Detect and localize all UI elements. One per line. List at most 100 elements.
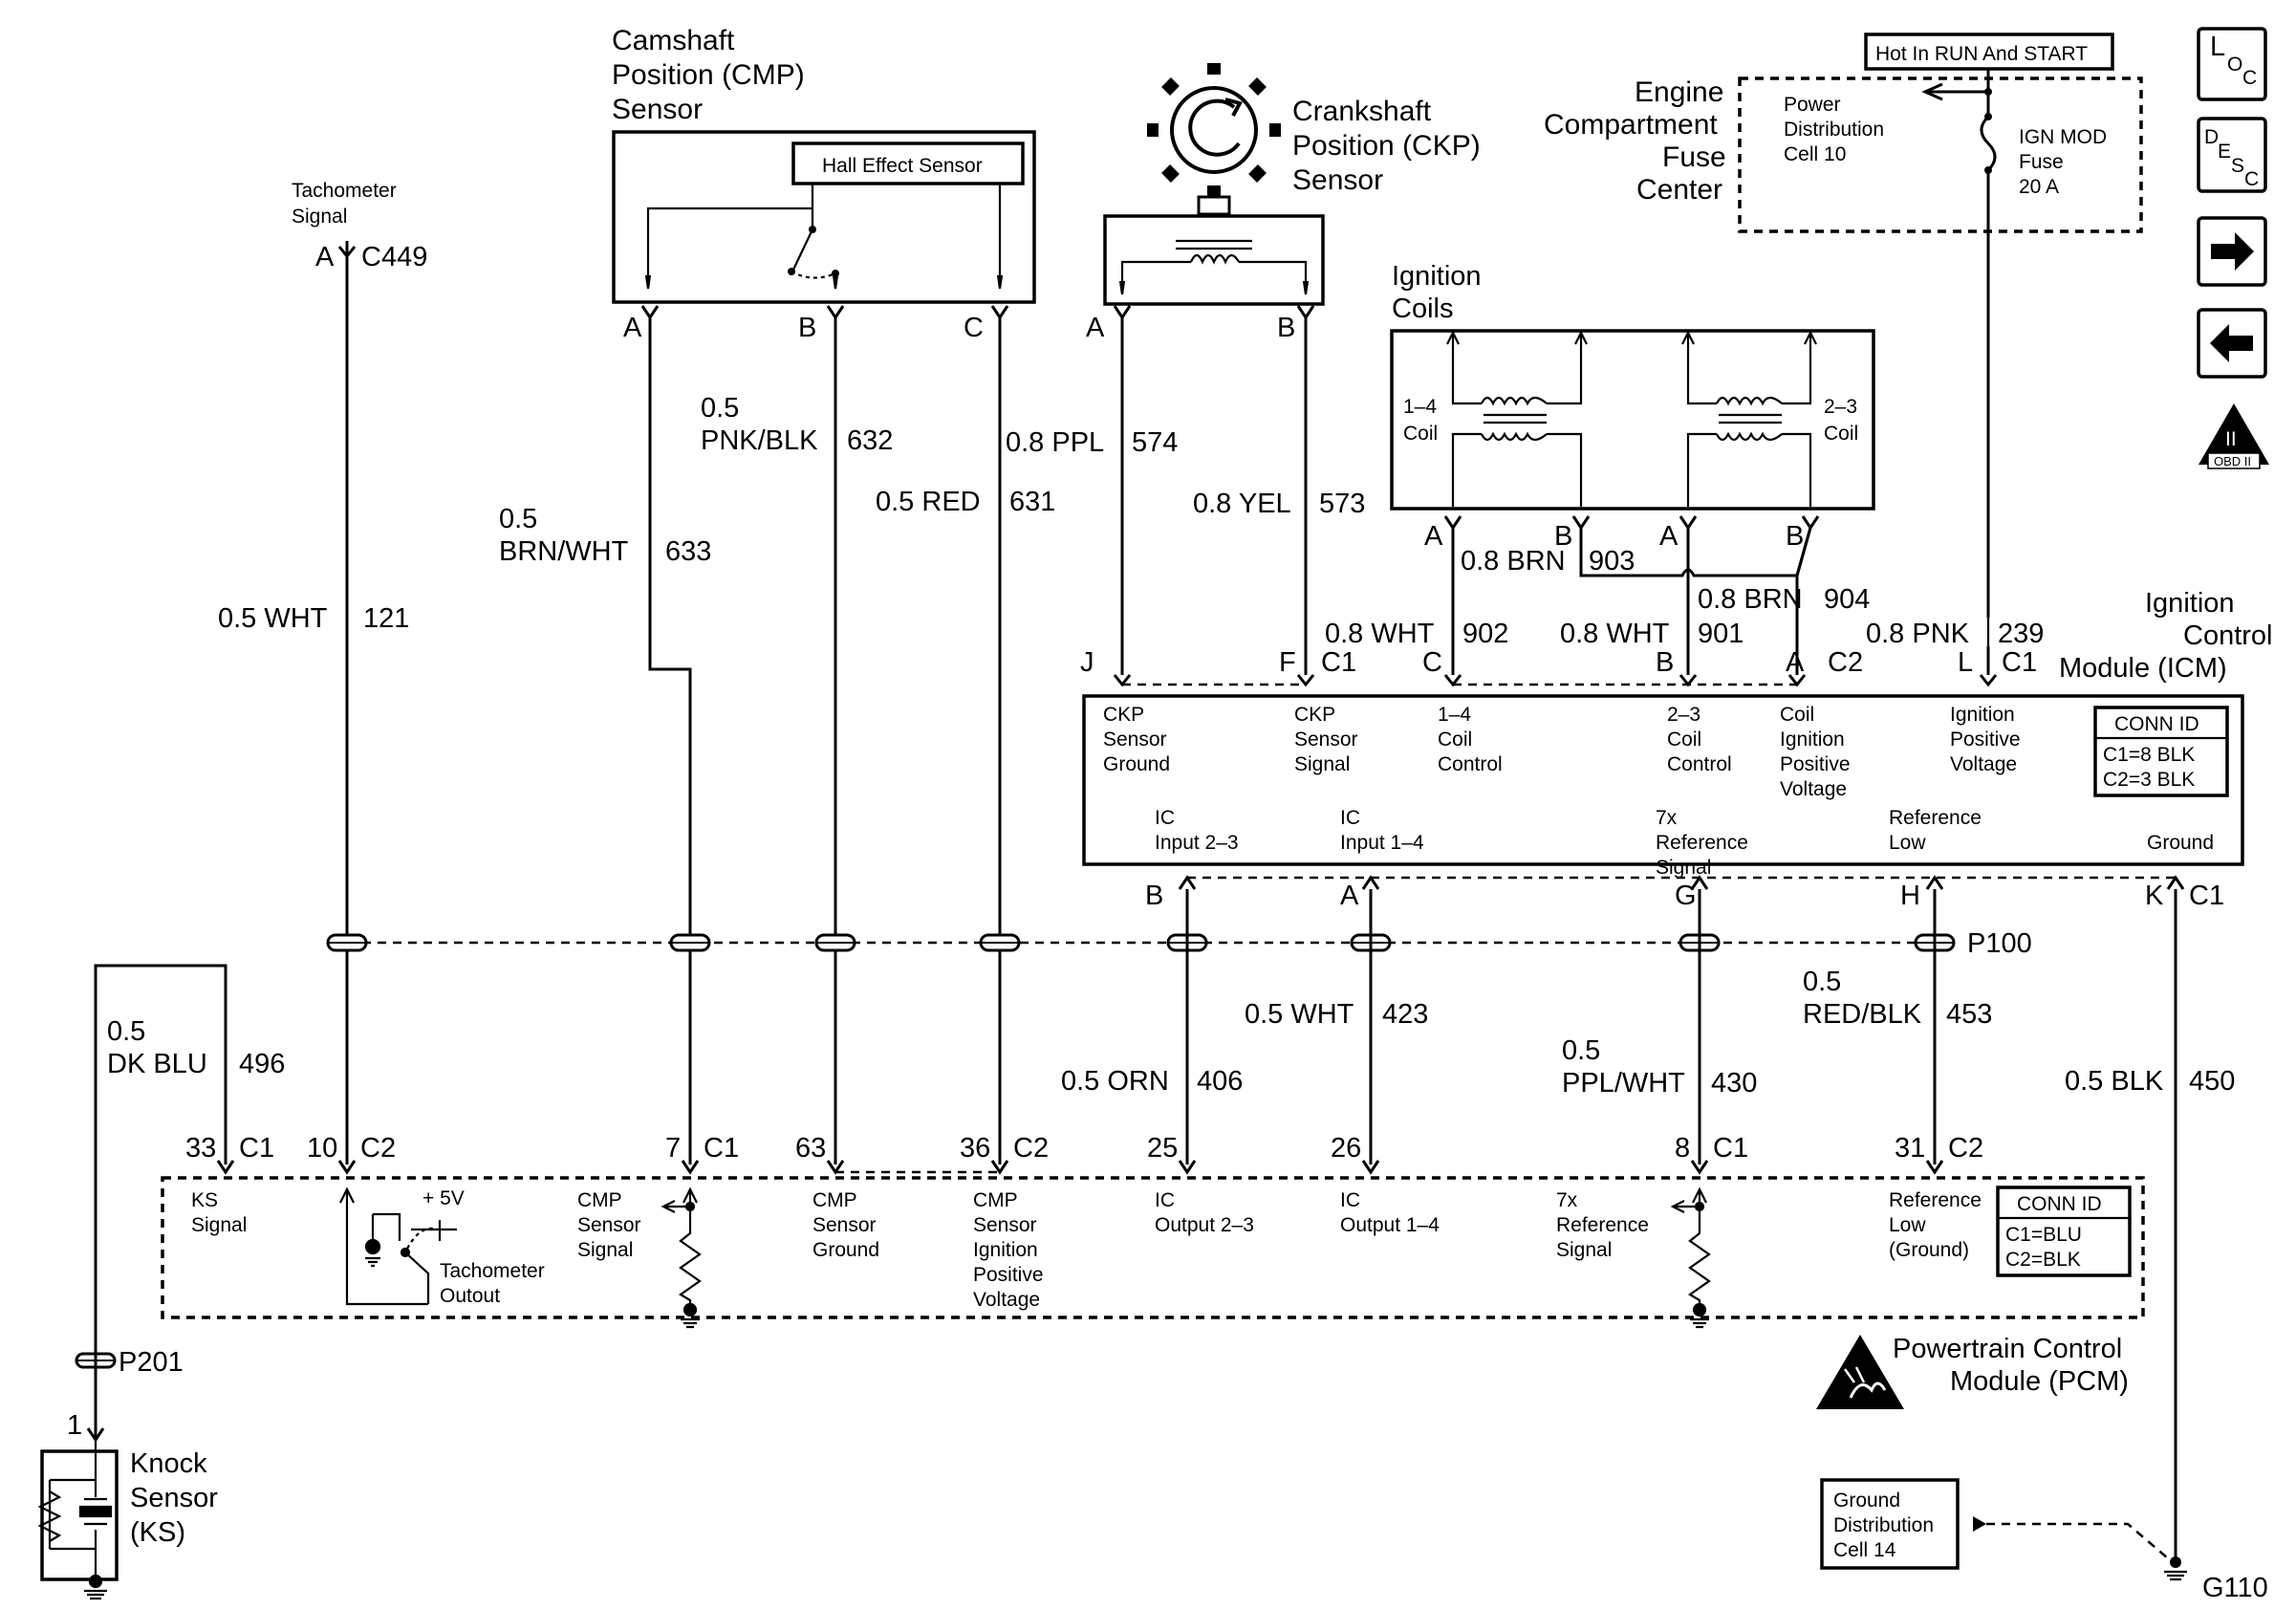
wire-903-circuit: 903 xyxy=(1589,546,1635,577)
wire-496-size1: 0.5 xyxy=(107,1016,145,1047)
pcm-label-1-0: CMP xyxy=(577,1189,622,1211)
svg-text:C1: C1 xyxy=(2189,881,2224,911)
pcm-pin-connector-2 xyxy=(681,1160,700,1175)
desc-letter-e: E xyxy=(2218,141,2231,163)
hot-in-run-label: Hot In RUN And START xyxy=(1875,43,2088,65)
loc-letter-o: O xyxy=(2227,54,2242,76)
wire-903-size: 0.8 BRN xyxy=(1461,546,1566,577)
pcm-pin-conn-8: C2 xyxy=(1948,1133,1983,1164)
wire-904-size: 0.8 BRN xyxy=(1698,584,1803,615)
pcm-label-7-0: Reference xyxy=(1889,1189,1982,1211)
svg-text:A: A xyxy=(1086,313,1105,343)
ref-signal-resistor xyxy=(1670,1186,1711,1329)
pcm-conn-id-box xyxy=(1996,1186,2132,1277)
wire-121-circuit: 121 xyxy=(363,603,409,634)
wire-453-size2: RED/BLK xyxy=(1803,999,1922,1030)
pcm-label-0-1: Signal xyxy=(191,1214,247,1236)
svg-text:B: B xyxy=(1277,313,1295,343)
obd-ii-icon[interactable]: II OBD II xyxy=(2199,403,2269,469)
icm-label-6-1: Input 2–3 xyxy=(1155,832,1239,854)
pcm-pin-connector-5 xyxy=(1178,1160,1197,1175)
power-dist-1[interactable]: Power xyxy=(1784,94,1841,116)
crankshaft-gear-icon xyxy=(1147,63,1281,216)
svg-text:B: B xyxy=(798,313,816,343)
icm-label-7-0: IC xyxy=(1340,807,1360,829)
icm-label-2-1: Coil xyxy=(1438,729,1472,751)
hall-effect-box xyxy=(791,141,1025,185)
wire-430-circuit: 430 xyxy=(1711,1068,1757,1099)
coil-23-label-2: Coil xyxy=(1824,423,1858,445)
fuse-center-title-2: Compartment xyxy=(1544,109,1718,141)
svg-text:J: J xyxy=(1080,647,1094,678)
icm-pin-labels: CKPSensorGroundCKPSensorSignal1–4CoilCon… xyxy=(1103,704,2214,879)
pcm-label-1-1: Sensor xyxy=(577,1214,641,1236)
wire-901-size: 0.8 WHT xyxy=(1560,619,1670,649)
pcm-label-3-4: Voltage xyxy=(973,1289,1040,1311)
icm-conn-id-c2: C2=3 BLK xyxy=(2103,769,2195,791)
ground-dist-1: Ground xyxy=(1833,1490,1900,1512)
g110-ground-point xyxy=(2170,1556,2181,1568)
icm-label-4-0: Coil xyxy=(1780,704,1814,726)
esd-warning-icon xyxy=(1816,1335,1904,1409)
cmp-pins: A B C xyxy=(623,305,1009,343)
ground-distribution-box[interactable] xyxy=(1820,1478,1960,1570)
pcm-label-0-0: KS xyxy=(191,1189,218,1211)
wire-496-size2: DK BLU xyxy=(107,1049,207,1079)
pcm-box xyxy=(161,1176,2145,1319)
pcm-pin-num-5: 25 xyxy=(1147,1133,1178,1164)
icm-bottom-pins: B A G H K C1 xyxy=(1145,875,2224,911)
ks-pin: 1 xyxy=(67,1410,82,1441)
wire-239-size: 0.8 PNK xyxy=(1866,619,1970,649)
icm-label-1-2: Signal xyxy=(1294,753,1350,775)
wire-632-size1: 0.5 xyxy=(701,393,739,424)
icm-label-9-1: Low xyxy=(1889,832,1926,854)
wire-450-size: 0.5 BLK xyxy=(2065,1066,2164,1097)
icm-label-1-1: Sensor xyxy=(1294,729,1358,751)
pcm-label-3-2: Ignition xyxy=(973,1239,1038,1261)
icm-label-0-1: Sensor xyxy=(1103,729,1167,751)
icm-label-4-2: Positive xyxy=(1780,753,1851,775)
knock-sensor-box xyxy=(40,1449,119,1581)
loc-letter-c: C xyxy=(2242,67,2257,89)
fuse-label-2: Fuse xyxy=(2019,151,2064,173)
icm-label-3-1: Coil xyxy=(1667,729,1701,751)
svg-text:A: A xyxy=(623,313,642,343)
svg-text:B: B xyxy=(1786,521,1804,552)
icm-label-2-2: Control xyxy=(1438,753,1503,775)
pcm-conn-id-title: CONN ID xyxy=(2017,1193,2102,1215)
wire-450-circuit: 450 xyxy=(2189,1066,2235,1097)
pcm-label-4-0: IC xyxy=(1155,1189,1175,1211)
wire-633-circuit: 633 xyxy=(665,536,711,567)
pcm-pin-connector-8 xyxy=(1925,1160,1944,1175)
pcm-label-5-1: Output 1–4 xyxy=(1340,1214,1440,1236)
fuse-center-title-4: Center xyxy=(1636,174,1722,206)
wire-633 xyxy=(648,317,692,1164)
cmp-signal-resistor xyxy=(661,1186,702,1329)
pcm-title-2: Module (PCM) xyxy=(1950,1366,2129,1397)
coils-title-1: Ignition xyxy=(1392,261,1482,292)
wire-239 xyxy=(1980,92,1997,618)
svg-text:A: A xyxy=(1424,521,1443,552)
next-page-button[interactable] xyxy=(2197,216,2267,287)
wire-573-size: 0.8 YEL xyxy=(1193,489,1291,519)
pcm-label-2-1: Sensor xyxy=(812,1214,877,1236)
power-dist-2[interactable]: Distribution xyxy=(1784,119,1884,141)
pcm-pin-num-7: 8 xyxy=(1675,1133,1690,1164)
prev-page-button[interactable] xyxy=(2197,308,2267,379)
icm-label-5-2: Voltage xyxy=(1950,753,2017,775)
loc-button[interactable]: L O C xyxy=(2197,27,2267,101)
wire-121-size: 0.5 WHT xyxy=(218,603,328,634)
wire-496-circuit: 496 xyxy=(239,1049,285,1079)
tach-title-1: Tachometer xyxy=(292,180,397,202)
icm-label-6-0: IC xyxy=(1155,807,1175,829)
svg-text:B: B xyxy=(1656,647,1674,678)
desc-button[interactable]: D E S C xyxy=(2197,117,2267,193)
splice-markers xyxy=(326,933,1956,952)
svg-text:C: C xyxy=(1422,647,1442,678)
pcm-label-6-0: 7x xyxy=(1556,1189,1578,1211)
tach-title-2: Signal xyxy=(292,206,347,228)
hall-effect-label: Hall Effect Sensor xyxy=(822,155,983,177)
ks-title-1: Knock xyxy=(130,1448,207,1479)
power-dist-3[interactable]: Cell 10 xyxy=(1784,143,1846,165)
